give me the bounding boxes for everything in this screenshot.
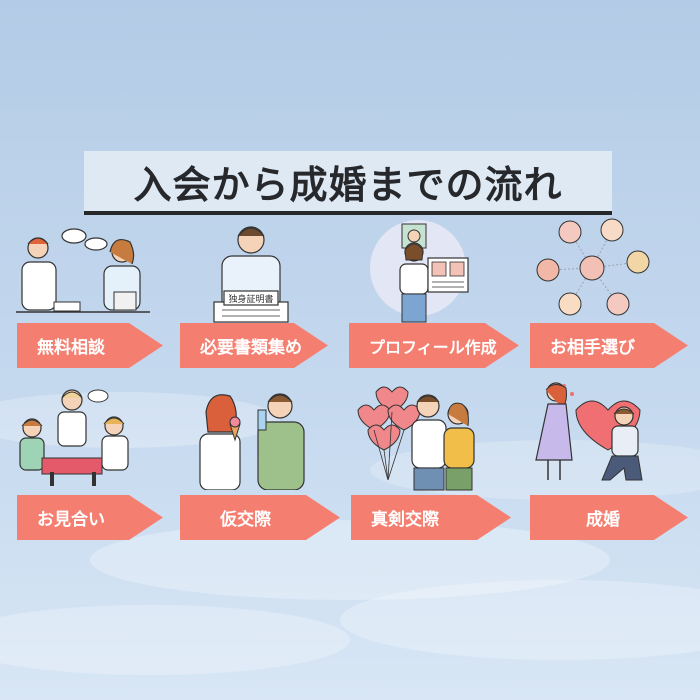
step-arrow-provisional-dating: 仮交際 — [180, 495, 340, 540]
step-arrow-marriage: 成婚 — [530, 495, 688, 540]
provisional-dating-illustration — [199, 393, 305, 490]
step-label: 必要書類集め — [200, 338, 302, 358]
title-underline — [84, 211, 612, 215]
documents-illustration: 独身証明書 — [213, 226, 289, 323]
step-arrow-profile: プロフィール作成 — [349, 323, 519, 368]
partner-network-illustration — [536, 218, 650, 316]
step-label: 成婚 — [586, 510, 620, 530]
step-arrow-partner-selection: お相手選び — [530, 323, 688, 368]
profile-illustration — [370, 220, 469, 323]
step-label: プロフィール作成 — [369, 337, 497, 357]
step-arrow-omiai: お見合い — [17, 495, 163, 540]
step-label: 無料相談 — [37, 338, 105, 358]
consultation-illustration — [16, 228, 150, 313]
step-arrow-documents: 必要書類集め — [180, 323, 328, 368]
step-label: お見合い — [37, 510, 105, 530]
step-arrow-free-consultation: 無料相談 — [17, 323, 163, 368]
proposal-illustration — [535, 382, 643, 481]
id-card-label: 独身証明書 — [228, 293, 273, 305]
serious-dating-illustration — [357, 386, 475, 491]
step-label: お相手選び — [550, 338, 635, 358]
step-label: 仮交際 — [220, 510, 271, 530]
page-title: 入会から成婚までの流れ — [133, 162, 563, 207]
omiai-meeting-illustration — [19, 389, 129, 486]
step-label: 真剣交際 — [371, 510, 439, 530]
title-banner: 入会から成婚までの流れ — [84, 151, 612, 211]
step-arrow-serious-dating: 真剣交際 — [351, 495, 511, 540]
